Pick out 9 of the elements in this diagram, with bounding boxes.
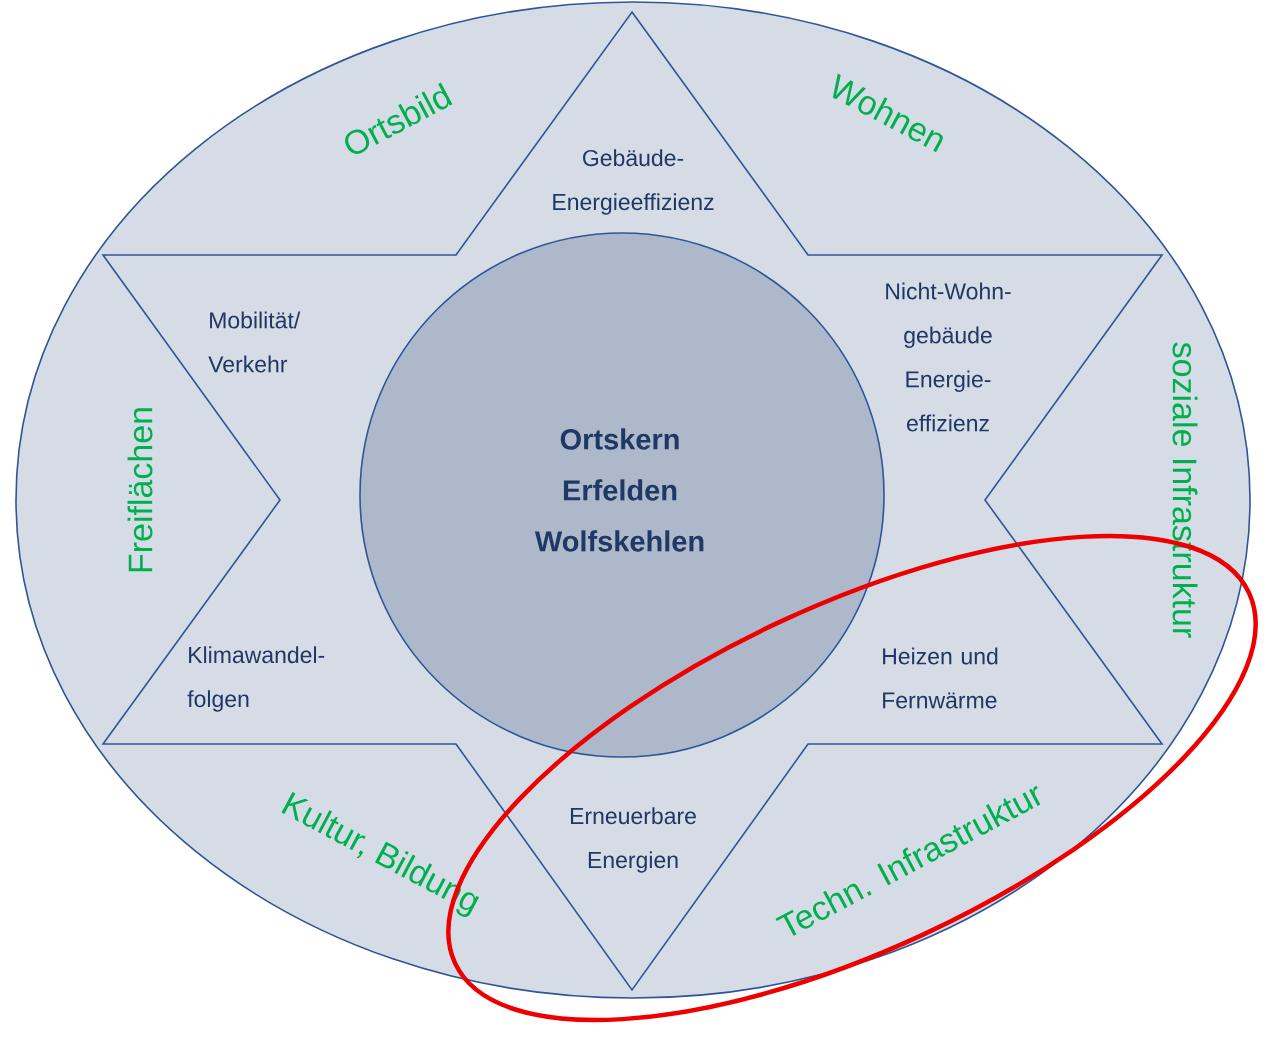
- topic-label: Klimawandel- folgen: [187, 646, 325, 712]
- topic-label: Mobilität/ Verkehr: [208, 311, 301, 373]
- section-label: Freiflächen: [127, 408, 153, 572]
- topic-label: Erneuerbare Energien: [570, 807, 696, 873]
- center-title: Ortskern Erfelden Wolfskehlen: [534, 428, 704, 552]
- topic-label: Heizen und Fernwärme: [883, 647, 998, 709]
- topic-label: Gebäude- Energieeffizienz: [553, 149, 714, 215]
- section-label: soziale Infrastruktur: [1172, 342, 1198, 638]
- topic-label: Nicht-Wohn- gebäude Energie- effizienz: [886, 282, 1011, 432]
